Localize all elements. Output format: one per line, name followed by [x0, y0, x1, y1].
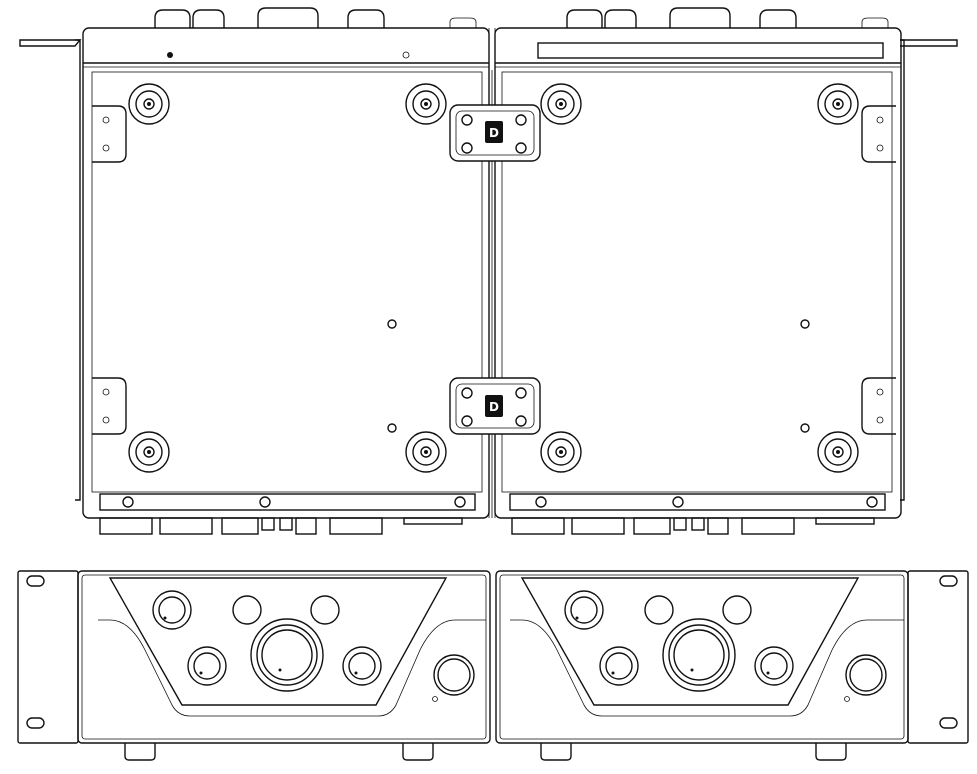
knob [722, 595, 752, 625]
rack-ear-right-front [907, 570, 969, 744]
joining-plate-lower: D [449, 377, 541, 435]
side-bracket [861, 105, 896, 163]
screw-hole [800, 423, 810, 433]
foot [817, 83, 859, 125]
screw-hole [167, 52, 173, 58]
unit-left-top [82, 27, 490, 535]
knob-large [250, 618, 324, 692]
side-bracket [861, 377, 896, 435]
joining-plate-upper: D [449, 104, 541, 162]
power-button [433, 654, 475, 696]
rack-ear-left-front [17, 570, 79, 744]
screw-hole [387, 319, 397, 329]
screw-hole [402, 51, 410, 59]
d-badge-icon [485, 395, 503, 417]
front-feet [124, 743, 847, 761]
rack-ear-left-top [19, 39, 82, 501]
top-slot [537, 42, 884, 59]
screw-hole [387, 423, 397, 433]
unit-right-top [494, 27, 902, 535]
front-view [17, 570, 969, 761]
knob [152, 590, 192, 630]
side-bracket [92, 377, 127, 435]
unit-right-front [495, 570, 909, 744]
joining-seam [488, 28, 496, 518]
knob [644, 595, 674, 625]
badge-label: D [489, 126, 499, 140]
unit-left-front [77, 570, 491, 744]
knob [754, 646, 794, 686]
knob [564, 590, 604, 630]
knob [342, 646, 382, 686]
foot [540, 431, 582, 473]
badge-label: D [489, 400, 499, 414]
knob [599, 646, 639, 686]
foot [405, 83, 447, 125]
knob [310, 595, 340, 625]
power-button [845, 654, 887, 696]
foot [817, 431, 859, 473]
knob [187, 646, 227, 686]
rear-connectors [99, 517, 463, 535]
screw-hole [800, 319, 810, 329]
foot [405, 431, 447, 473]
foot [540, 83, 582, 125]
top-knobs-right [566, 7, 889, 28]
foot [128, 431, 170, 473]
d-badge-icon [485, 121, 503, 143]
side-bracket [92, 105, 127, 163]
rack-ear-right-top [900, 39, 958, 501]
knob-large [662, 618, 736, 692]
foot [128, 83, 170, 125]
rear-strip [509, 493, 886, 511]
top-knobs-left [154, 7, 477, 28]
knob [232, 595, 262, 625]
rear-strip [99, 493, 476, 511]
top-view: D D [19, 7, 958, 535]
rear-connectors [511, 517, 875, 535]
